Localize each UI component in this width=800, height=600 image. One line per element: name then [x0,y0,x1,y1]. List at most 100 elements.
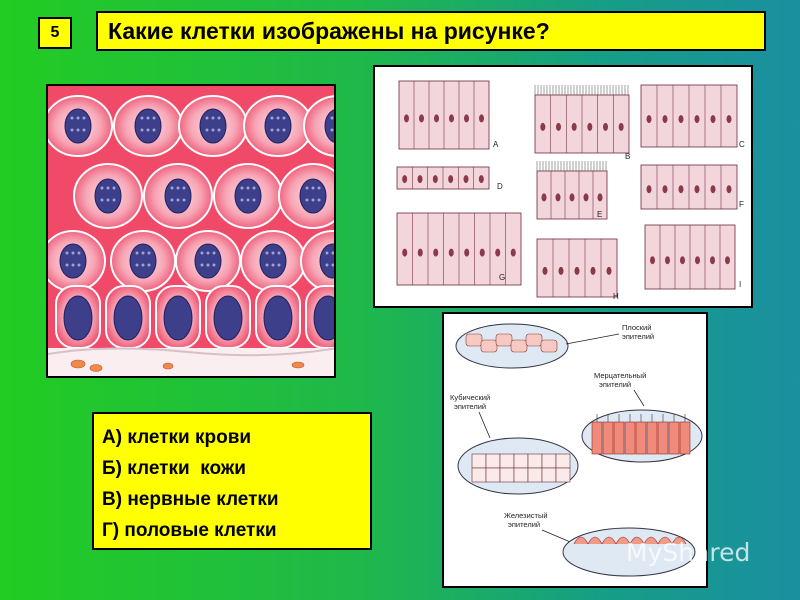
answer-option-d[interactable]: Г) половые клетки [102,520,277,541]
flat-cell [540,339,558,353]
chromatin-dot [331,251,334,255]
type-letter-h: H [613,292,619,301]
sample-nucleus [432,175,438,184]
chromatin-dot [77,251,81,255]
chromatin-dot [270,116,274,120]
cubic-cell [499,453,515,469]
chromatin-dot [176,198,180,202]
sample-nucleus [417,248,423,257]
chromatin-dot [212,251,216,255]
cell-nucleus [234,178,262,214]
chromatin-dot [331,263,334,267]
glandular-cell [601,536,617,545]
sample-nucleus [463,175,469,184]
glandular-label-2: эпителий [508,520,540,529]
chromatin-dot [277,263,281,267]
answer-option-b[interactable]: Б) клетки кожи [102,458,246,479]
chromatin-dot [182,186,186,190]
sample-nucleus [495,248,501,257]
sample-nucleus [710,115,716,124]
cell-nucleus [299,178,327,214]
chromatin-dot [106,198,110,202]
sample-nucleus [618,122,624,131]
chromatin-dot [70,128,74,132]
cell-nucleus [129,243,157,279]
sample-nucleus [678,185,684,194]
labeled-epithelium-diagram: Плоский эпителий Мерцательный эпителий К… [442,312,708,588]
question-text: Какие клетки изображены на рисунке? [108,17,550,44]
labeled-diagram-drawing: Плоский эпителий Мерцательный эпителий К… [450,323,703,577]
chromatin-dot [140,116,144,120]
chromatin-dot [206,263,210,267]
question-banner: Какие клетки изображены на рисунке? [96,11,766,51]
chromatin-dot [282,128,286,132]
ciliated-cell [657,421,669,455]
chromatin-dot [141,251,145,255]
chromatin-dot [152,128,156,132]
glandular-cell [573,536,589,545]
glandular-label-1: Железистый [504,511,548,520]
sample-nucleus [510,248,516,257]
chromatin-dot [170,186,174,190]
ciliated-cell [646,421,658,455]
cell-nucleus [194,243,222,279]
chromatin-dot [211,128,215,132]
sample-nucleus [433,248,439,257]
glandular-cell [671,536,687,545]
sample-nucleus [402,175,408,184]
sample-nucleus [662,185,668,194]
ciliated-cell [602,421,614,455]
sample-nucleus [479,114,484,123]
flat-cell [495,333,513,347]
answer-option-a[interactable]: А) клетки крови [102,427,252,448]
chromatin-dot [140,128,144,132]
chromatin-dot [112,186,116,190]
slide-number-badge: 5 [38,17,72,49]
cell-nucleus [264,108,292,144]
cell-nucleus [63,295,93,341]
ciliated-label-1: Мерцательный [594,371,646,380]
chromatin-dot [65,263,69,267]
glandular-cell [643,536,659,545]
sample-nucleus [665,256,670,265]
sample-nucleus [571,122,577,131]
flat-cell [510,339,528,353]
cell-nucleus [259,243,287,279]
chromatin-dot [311,198,315,202]
chromatin-dot [135,251,139,255]
cubic-cell [485,453,501,469]
chromatin-dot [265,251,269,255]
glandular-cell [657,536,673,545]
chromatin-dot [205,116,209,120]
sample-nucleus [541,193,547,202]
chromatin-dot [152,116,156,120]
cubic-label-1: Кубический [450,393,490,402]
chromatin-dot [325,263,329,267]
ciliated-cell [668,421,680,455]
cubic-cell [541,453,557,469]
answer-options: А) клетки крови Б) клетки кожи В) нервны… [92,412,372,550]
sample-nucleus [434,114,439,123]
chromatin-dot [65,251,69,255]
chromatin-dot [311,186,315,190]
sample-nucleus [694,185,700,194]
chromatin-dot [271,263,275,267]
chromatin-dot [147,263,151,267]
chromatin-dot [135,263,139,267]
sample-nucleus [603,122,608,131]
epithelium-tissue-image [46,84,336,378]
sample-nucleus [556,122,561,131]
chromatin-dot [82,116,86,120]
sample-nucleus [662,115,668,124]
ciliated-cell [591,421,603,455]
sample-nucleus [448,175,454,184]
chromatin-dot [246,186,250,190]
sample-nucleus [464,114,469,123]
chromatin-dot [71,263,75,267]
sample-nucleus [650,256,655,265]
cubic-cell [527,467,543,483]
sample-nucleus [540,122,546,131]
chromatin-dot [176,186,180,190]
answer-option-c[interactable]: В) нервные клетки [102,489,279,510]
